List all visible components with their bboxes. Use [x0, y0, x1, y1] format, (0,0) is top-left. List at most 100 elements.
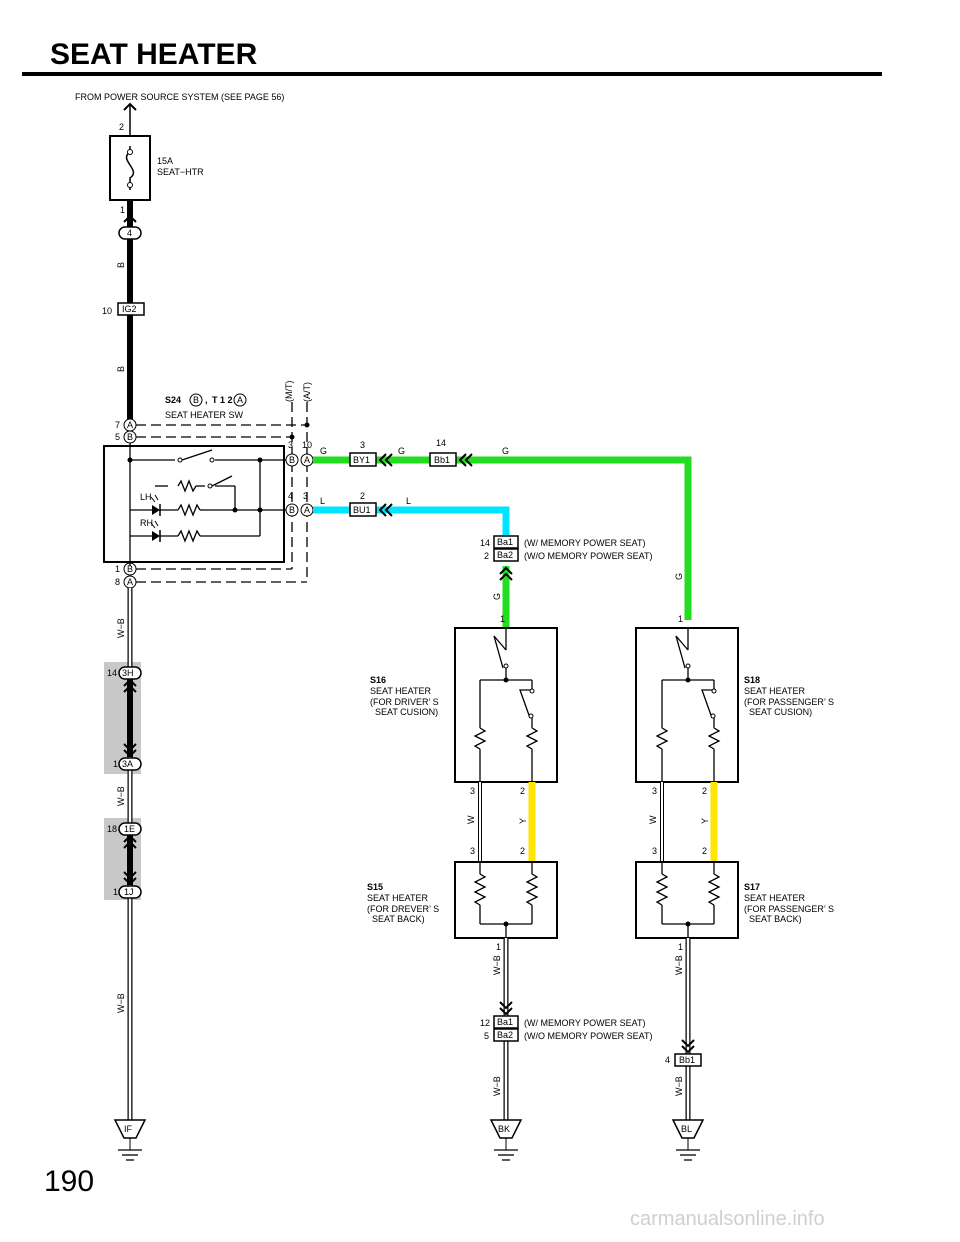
- led-rh-rays: [150, 520, 159, 529]
- connector-ig2: [117, 302, 145, 316]
- connector-bu1-label: BU1: [353, 505, 371, 515]
- j3a-pin: 1: [113, 759, 118, 769]
- led-rh-icon: [152, 531, 160, 541]
- s15-line2: (FOR DREVER’ S: [367, 904, 439, 914]
- junction-dot-mt: [304, 422, 310, 428]
- connector-bb1: [429, 452, 457, 467]
- fuse-name: SEAT−HTR: [157, 167, 204, 177]
- ground-if-icon: [118, 1149, 142, 1161]
- switch-lh-label: LH: [140, 492, 152, 502]
- switch-l-conn-b: [285, 503, 299, 517]
- switch-pin-8-conn-label: A: [127, 577, 133, 587]
- switch-connector-b: [189, 393, 203, 407]
- wire-label-b-1: B: [116, 262, 126, 268]
- connector-by1-label: BY1: [353, 455, 370, 465]
- switch-pin-g-a: 10: [302, 440, 312, 450]
- wire-label-g-5: G: [492, 593, 502, 600]
- power-source-arrow: [123, 102, 137, 111]
- ground-bk-label: BK: [498, 1124, 510, 1134]
- switch-connector-a: [233, 393, 247, 407]
- s15-circuit: [473, 862, 539, 938]
- switch-connector-a-label: A: [237, 395, 243, 405]
- memory-note-with-top: (W/ MEMORY POWER SEAT): [524, 538, 646, 548]
- bu1-arrow: [378, 503, 393, 517]
- s16-line1: SEAT HEATER: [370, 686, 432, 696]
- ground-bl-icon: [676, 1149, 700, 1161]
- s17-pin-y: 2: [702, 846, 707, 856]
- s16-line3: SEAT CUSION): [375, 707, 438, 717]
- by1-pin: 3: [360, 440, 365, 450]
- switch-pin-l-a: 3: [303, 491, 308, 501]
- connector-ba2-top-label: Ba2: [497, 550, 513, 560]
- connector-ba2-bot-label: Ba2: [497, 1030, 513, 1040]
- s15-code: S15: [367, 882, 383, 892]
- connector-bu1: [349, 502, 377, 517]
- j3h-arrow: [123, 678, 137, 693]
- title-rule: [22, 72, 882, 76]
- ba-bot-arrow: [499, 1001, 513, 1016]
- connector-bb1-label: Bb1: [434, 455, 450, 465]
- switch-pin-g-b: 3: [288, 440, 293, 450]
- switch-contact-2: [209, 457, 215, 463]
- s15-node: [503, 921, 509, 927]
- switch-code-t12: T 1 2: [212, 395, 233, 405]
- wire-label-wb-6: W−B: [674, 955, 684, 975]
- switch-pin-7-conn-label: A: [127, 420, 133, 430]
- s18-line3: SEAT CUSION): [749, 707, 812, 717]
- switch-contact-3: [207, 483, 213, 489]
- ba-top-arrow: [499, 566, 513, 581]
- connector-ba1-bot-label: Ba1: [497, 1017, 513, 1027]
- switch-node-4: [257, 507, 263, 513]
- switch-internal-circuit: [129, 443, 286, 566]
- bu1-pin: 2: [360, 491, 365, 501]
- switch-node-3: [232, 507, 238, 513]
- switch-g-conn-a-label: A: [304, 455, 310, 465]
- power-source-label: FROM POWER SOURCE SYSTEM (SEE PAGE 56): [75, 92, 284, 102]
- switch-l-conn-a-label: A: [304, 505, 310, 515]
- s18-contact-3: [710, 713, 716, 719]
- s17-line2: (FOR PASSENGER’ S: [744, 904, 834, 914]
- s18-line2: (FOR PASSENGER’ S: [744, 697, 834, 707]
- fuse-rating: 15A: [157, 156, 173, 166]
- s18-pin-w: 3: [652, 786, 657, 796]
- ground-if-box: [113, 1119, 147, 1139]
- ba1-bot-pin: 12: [480, 1018, 490, 1028]
- wire-label-b-2: B: [116, 366, 126, 372]
- s18-contact-2: [711, 688, 717, 694]
- connector-by1: [349, 452, 377, 467]
- s18-pin-y: 2: [702, 786, 707, 796]
- s16-box: [454, 627, 558, 783]
- switch-body: [103, 445, 285, 563]
- wire-label-wb-1: W−B: [116, 618, 126, 638]
- connector-4-arrow: [123, 214, 137, 223]
- switch-connector-b-label: B: [193, 395, 199, 405]
- s16-node: [503, 677, 509, 683]
- connector-4-label: 4: [127, 228, 132, 238]
- s15-line3: SEAT BACK): [372, 914, 425, 924]
- wire-label-g-2: G: [398, 446, 405, 456]
- led-lh-rays: [150, 494, 159, 503]
- j1j-arrow: [123, 871, 137, 886]
- switch-pin-1: 1: [115, 564, 120, 574]
- s15-pin-y: 2: [520, 846, 525, 856]
- wire-label-l-2: L: [406, 496, 411, 506]
- connector-4: [118, 226, 142, 240]
- switch-l-conn-b-label: B: [289, 505, 295, 515]
- junction-dot-at: [289, 434, 295, 440]
- bb1-bot-pin: 4: [665, 1055, 670, 1065]
- memory-note-without-top: (W/O MEMORY POWER SEAT): [524, 551, 653, 561]
- junction-block-3: [104, 662, 141, 774]
- switch-pin-5: 5: [115, 432, 120, 442]
- wire-label-w-driver: W: [466, 815, 476, 824]
- wire-label-y-passenger: Y: [700, 818, 710, 824]
- ground-if-label: IF: [124, 1124, 133, 1134]
- s17-code: S17: [744, 882, 760, 892]
- switch-pin-7: 7: [115, 420, 120, 430]
- wire-label-g-4: G: [674, 573, 684, 580]
- fuse-box: [109, 135, 151, 201]
- ba1-top-pin: 14: [480, 538, 490, 548]
- connector-ba2-bot: [493, 1028, 519, 1042]
- switch-pin-l-b: 4: [288, 491, 293, 501]
- page-number: 190: [44, 1165, 95, 1198]
- ground-bl-box: [671, 1119, 705, 1139]
